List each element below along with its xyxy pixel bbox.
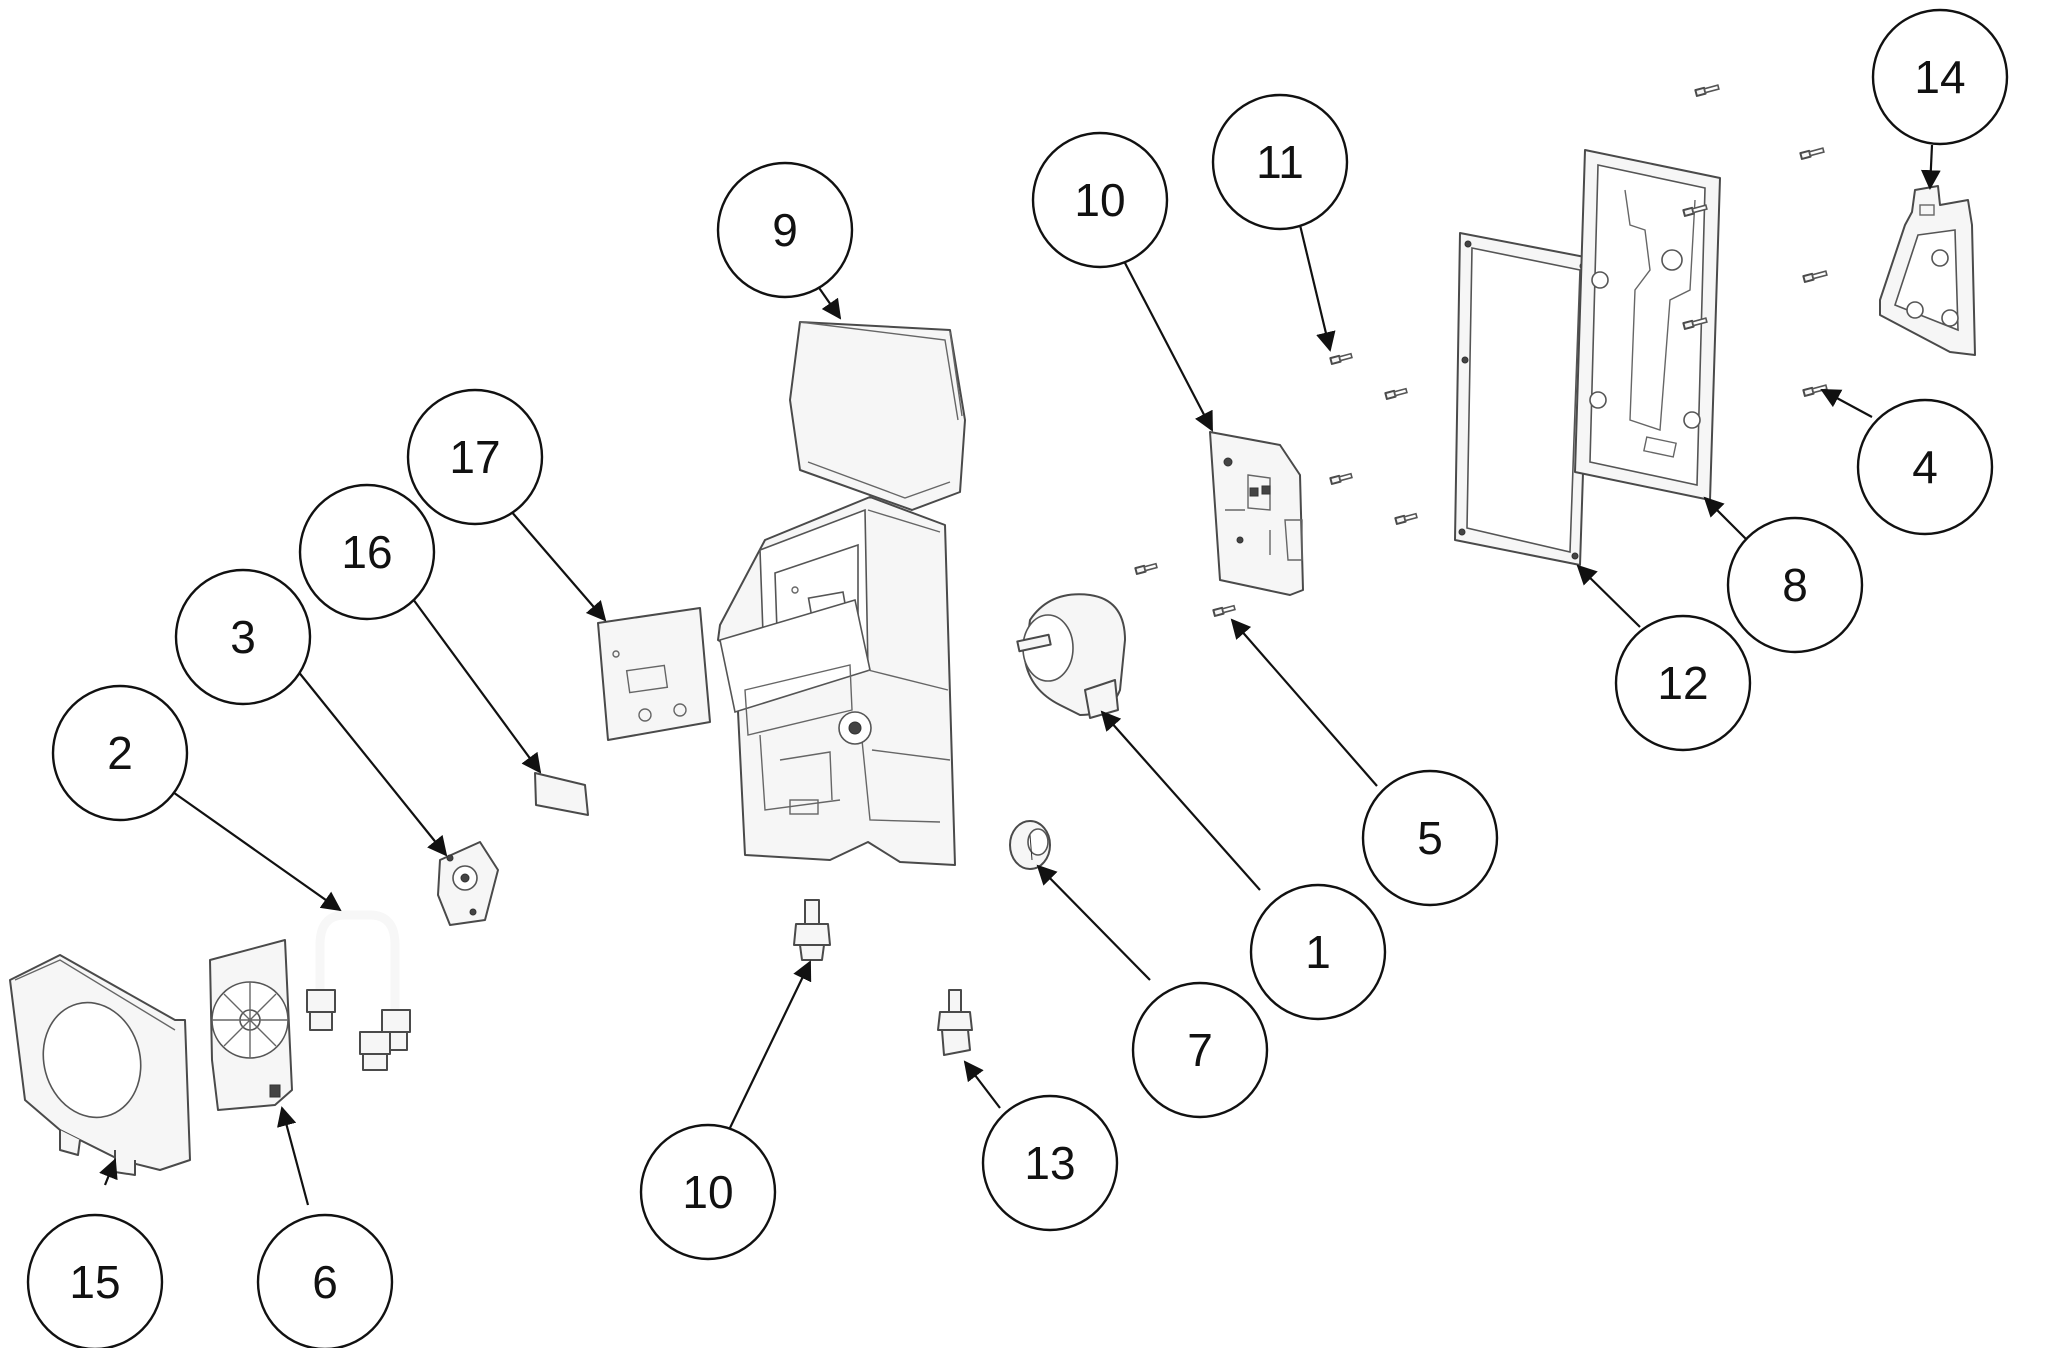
callout-9: 9 (716, 161, 854, 299)
callout-2: 2 (51, 684, 189, 822)
callout-8-label: 8 (1782, 559, 1808, 611)
callout-12: 12 (1614, 614, 1752, 752)
part-fitting-13 (937, 989, 973, 1056)
part-circuit-board (1209, 431, 1304, 596)
part-pump-tube (306, 910, 411, 1071)
callout-7: 7 (1131, 981, 1269, 1119)
leader-lines (99, 144, 1941, 1206)
callout-11-label: 11 (1256, 136, 1304, 188)
leader-7 (1036, 864, 1151, 981)
callout-10-top-label: 10 (1074, 174, 1125, 226)
callout-8: 8 (1726, 516, 1864, 654)
leader-16 (409, 594, 542, 774)
part-pump-head-cover (209, 939, 293, 1111)
part-rotor (437, 841, 499, 926)
callout-12-label: 12 (1657, 657, 1708, 709)
callout-1-label: 1 (1305, 926, 1331, 978)
callout-5: 5 (1361, 769, 1499, 907)
part-motor (1016, 593, 1126, 719)
leader-2 (169, 789, 342, 912)
callout-15-label: 15 (69, 1256, 120, 1308)
part-mounting-bracket (1879, 185, 1976, 356)
callout-17: 17 (406, 388, 544, 526)
callout-13: 13 (981, 1094, 1119, 1232)
leader-14 (1920, 144, 1941, 190)
callout-4-label: 4 (1912, 441, 1938, 493)
leader-10b (727, 960, 812, 1133)
part-back-housing (1574, 149, 1721, 501)
callout-9-label: 9 (772, 204, 798, 256)
part-gasket (1454, 232, 1591, 566)
callout-17-label: 17 (449, 431, 500, 483)
callout-15: 15 (26, 1213, 164, 1348)
part-front-guard (9, 954, 191, 1176)
part-knob (1009, 820, 1051, 870)
leader-8 (1703, 496, 1753, 546)
callout-1: 1 (1249, 883, 1387, 1021)
callout-3-label: 3 (230, 611, 256, 663)
leader-13 (963, 1060, 1001, 1109)
callout-13-label: 13 (1024, 1137, 1075, 1189)
leader-17 (509, 509, 607, 622)
callout-6: 6 (256, 1213, 394, 1348)
callout-3: 3 (174, 568, 312, 706)
screws-board-group (1134, 352, 1418, 617)
callout-11: 11 (1211, 93, 1349, 231)
callout-16-label: 16 (341, 526, 392, 578)
callout-6-label: 6 (312, 1256, 338, 1308)
callout-5-label: 5 (1417, 812, 1443, 864)
screws-housing-group (1682, 84, 1828, 397)
callout-2-label: 2 (107, 727, 133, 779)
leader-11 (1298, 224, 1336, 352)
callout-10-bottom-label: 10 (682, 1166, 733, 1218)
leader-1 (1100, 710, 1261, 891)
part-cover-lid (789, 321, 966, 511)
callout-16: 16 (298, 483, 436, 621)
leader-4 (1820, 389, 1873, 418)
callout-10-bottom: 10 (639, 1123, 777, 1261)
part-small-label (534, 772, 589, 816)
leader-12 (1576, 564, 1641, 628)
part-fitting-lower (793, 899, 831, 961)
callout-14-label: 14 (1914, 51, 1965, 103)
callout-4: 4 (1856, 398, 1994, 536)
leader-6 (277, 1106, 310, 1206)
callout-7-label: 7 (1187, 1024, 1213, 1076)
leader-15 (99, 1158, 118, 1186)
part-pump-housing (717, 496, 956, 866)
leader-5 (1230, 618, 1378, 787)
callout-14: 14 (1871, 8, 2009, 146)
part-front-panel-overlay (597, 607, 711, 741)
leader-10a (1124, 262, 1213, 432)
leader-3 (292, 664, 448, 857)
callout-10-top: 10 (1031, 131, 1169, 269)
